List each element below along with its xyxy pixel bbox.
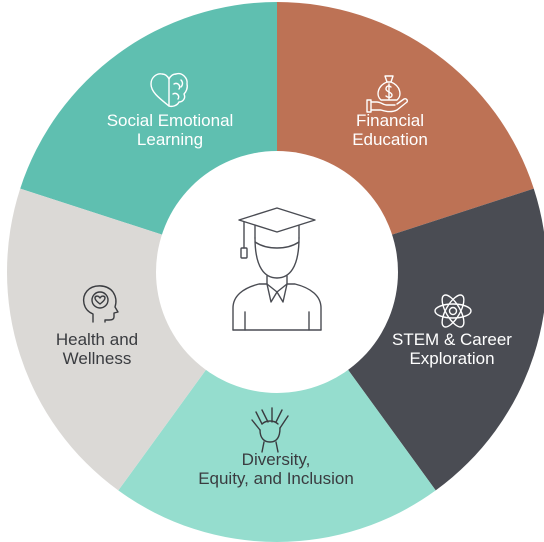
joined-hands-icon: [251, 407, 289, 453]
head-heart-icon: [82, 285, 119, 323]
label-line: Financial: [356, 111, 424, 130]
label-line: Learning: [137, 130, 203, 149]
label-line: Equity, and Inclusion: [198, 469, 354, 488]
brain-heart-icon: [150, 72, 188, 108]
label-line: Diversity,: [242, 450, 311, 469]
graduate-icon: [232, 207, 322, 331]
segment-diversity-equity-inclusion: [118, 272, 436, 542]
label-line: Education: [352, 130, 428, 149]
label-line: Exploration: [409, 349, 494, 368]
label-diversity-equity-inclusion: Diversity,Equity, and Inclusion: [198, 450, 354, 488]
money-bag-hand-icon: [366, 75, 408, 113]
label-line: Wellness: [63, 349, 132, 368]
label-line: STEM & Career: [392, 330, 512, 349]
center-circle: [156, 151, 398, 393]
atom-icon: [434, 294, 472, 328]
label-line: Health and: [56, 330, 138, 349]
label-line: Social Emotional: [107, 111, 234, 130]
